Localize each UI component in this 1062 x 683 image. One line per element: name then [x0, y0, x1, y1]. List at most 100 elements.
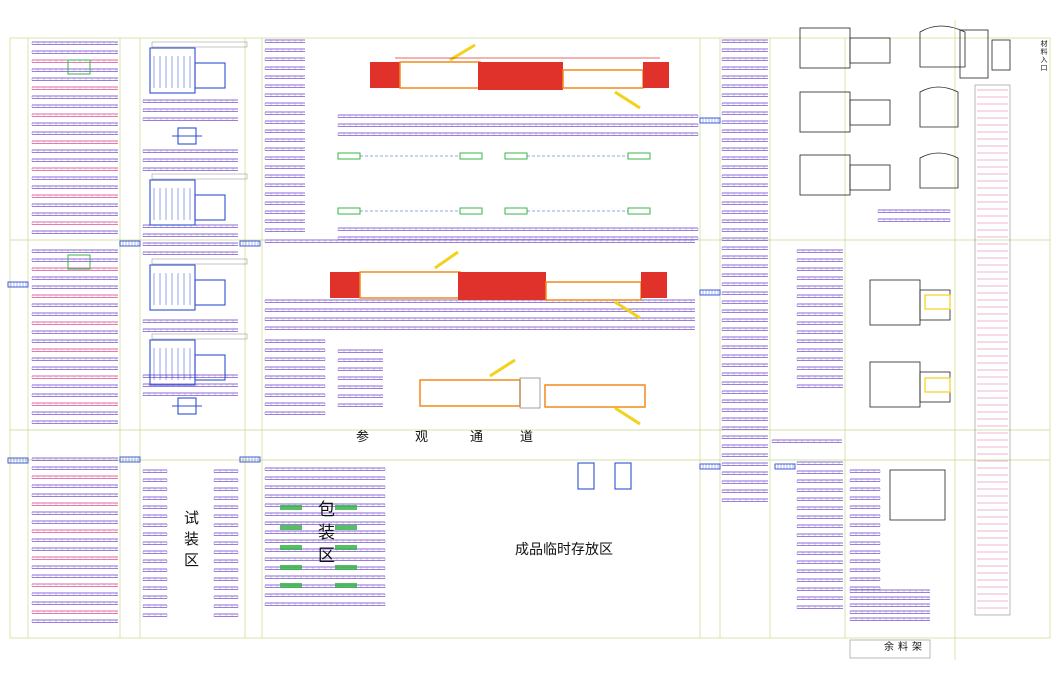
rack-row [142, 595, 168, 600]
rack-row [796, 267, 843, 272]
rack-row [213, 514, 239, 519]
rack-row [264, 317, 695, 322]
production-line-3 [419, 358, 646, 426]
rack-row [721, 102, 768, 107]
rack-row [31, 131, 118, 136]
rack-row [31, 556, 118, 561]
rack-row [849, 559, 881, 564]
small-press [172, 127, 202, 145]
rack-row [721, 282, 768, 287]
rack-row [796, 533, 843, 538]
rack-row [721, 291, 768, 296]
rack-row [264, 402, 326, 407]
visit-aisle-char-4: 道 [520, 430, 534, 445]
rack-row [264, 192, 305, 197]
rack-row [721, 165, 768, 170]
rack-row [142, 233, 238, 238]
rack-row [877, 209, 951, 214]
visit-aisle-char-2: 观 [415, 430, 429, 445]
rack-row [337, 236, 699, 241]
rack-row [142, 604, 168, 609]
rack-row [721, 453, 768, 458]
rack-row [264, 201, 305, 206]
rack-row [31, 357, 118, 362]
rack-row [31, 276, 118, 281]
rack-row [31, 149, 118, 154]
rack-row [849, 487, 881, 492]
rack-row [264, 530, 386, 535]
rack-row [721, 219, 768, 224]
packing-bench [280, 525, 302, 530]
rack-row [31, 230, 118, 235]
cross-conveyor [119, 240, 141, 247]
rack-row [721, 363, 768, 368]
leftover-rack-label: 余料架 [884, 642, 926, 653]
rack-row [142, 532, 168, 537]
rack-row [31, 592, 118, 597]
rack-row [264, 467, 386, 472]
rack-row [796, 488, 843, 493]
rack-row [796, 560, 843, 565]
rack-row [31, 538, 118, 543]
rack-row [264, 339, 326, 344]
rack-row [31, 484, 118, 489]
rack-row [849, 568, 881, 573]
rack-row [31, 339, 118, 344]
rack-row [213, 487, 239, 492]
rack-row [264, 210, 305, 215]
packing-bench [335, 505, 357, 510]
rack-row [31, 50, 118, 55]
rack-row [31, 158, 118, 163]
rack-row [31, 601, 118, 606]
rack-row [721, 255, 768, 260]
rack-row [31, 294, 118, 299]
rack-row [721, 93, 768, 98]
rack-row [721, 471, 768, 476]
rack-row [877, 218, 951, 223]
rack-row [796, 497, 843, 502]
rack-row [796, 479, 843, 484]
rack-row [721, 39, 768, 44]
assembly-benches [67, 59, 651, 270]
rack-row [142, 251, 238, 256]
rack-row [31, 104, 118, 109]
rack-row [721, 489, 768, 494]
packing-bench [335, 525, 357, 530]
rack-row [264, 165, 305, 170]
rack-row [31, 312, 118, 317]
rack-row [721, 390, 768, 395]
packing-bench [335, 583, 357, 588]
rack-row [849, 589, 930, 594]
rack-row [142, 523, 168, 528]
rack-row [31, 212, 118, 217]
rack-row [796, 276, 843, 281]
rack-row [264, 147, 305, 152]
trial-assembly-label: 试装区 [182, 510, 200, 573]
rack-row [264, 326, 695, 331]
rack-row [849, 514, 881, 519]
rack-row [721, 183, 768, 188]
rack-row [337, 403, 383, 408]
rack-row [213, 613, 239, 618]
rack-row [31, 366, 118, 371]
rack-row [721, 129, 768, 134]
rack-row [721, 48, 768, 53]
rack-row [796, 551, 843, 556]
rack-row [721, 66, 768, 71]
rack-row [264, 120, 305, 125]
rack-row [721, 480, 768, 485]
rack-row [796, 285, 843, 290]
rack-row [796, 470, 843, 475]
rack-row [142, 108, 238, 113]
rack-row [264, 39, 305, 44]
rack-row [264, 357, 326, 362]
rack-row [31, 583, 118, 588]
rack-row [337, 376, 383, 381]
rack-row [721, 426, 768, 431]
rack-row [142, 550, 168, 555]
rack-row [849, 505, 881, 510]
cutting-machines [149, 41, 632, 490]
rack-row [721, 309, 768, 314]
rack-row [849, 596, 930, 601]
rack-row [31, 258, 118, 263]
